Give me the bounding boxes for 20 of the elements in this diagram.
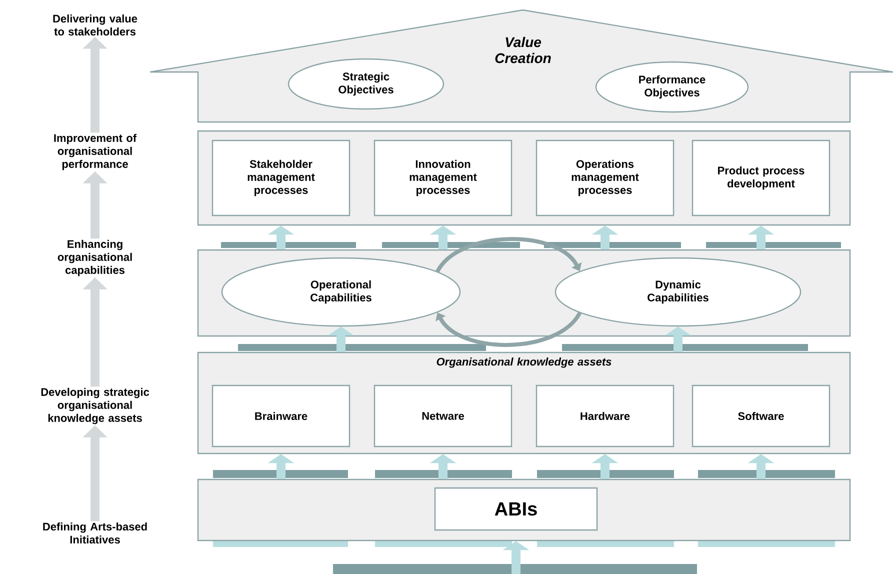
process-box: Stakeholder management processes: [212, 140, 350, 216]
stage-label: Developing strategic organisational knowledge assets: [41, 388, 150, 424]
process-box: Operations management processes: [536, 140, 674, 216]
process-box: Software: [692, 384, 830, 448]
stage-label: Defining Arts-based Initiatives: [43, 522, 147, 544]
oval: Dynamic Capabilities: [554, 257, 802, 327]
process-box: ABIs: [434, 487, 598, 531]
oval: Strategic Objectives: [288, 58, 444, 110]
oval: Performance Objectives: [595, 61, 749, 113]
process-box: Netware: [374, 384, 512, 448]
process-box: Innovation management processes: [374, 140, 512, 216]
oval: Operational Capabilities: [221, 257, 461, 327]
process-box: Hardware: [536, 384, 674, 448]
stage-label: Enhancing organisational capabilities: [58, 240, 132, 276]
process-box: Product process development: [692, 140, 830, 216]
cycle-arrow: [436, 237, 582, 273]
stage-label: Improvement of organisational performance: [54, 134, 137, 170]
process-box: Brainware: [212, 384, 350, 448]
stage-label: Delivering value to stakeholders: [53, 14, 138, 36]
cycle-arrow: [436, 312, 582, 347]
